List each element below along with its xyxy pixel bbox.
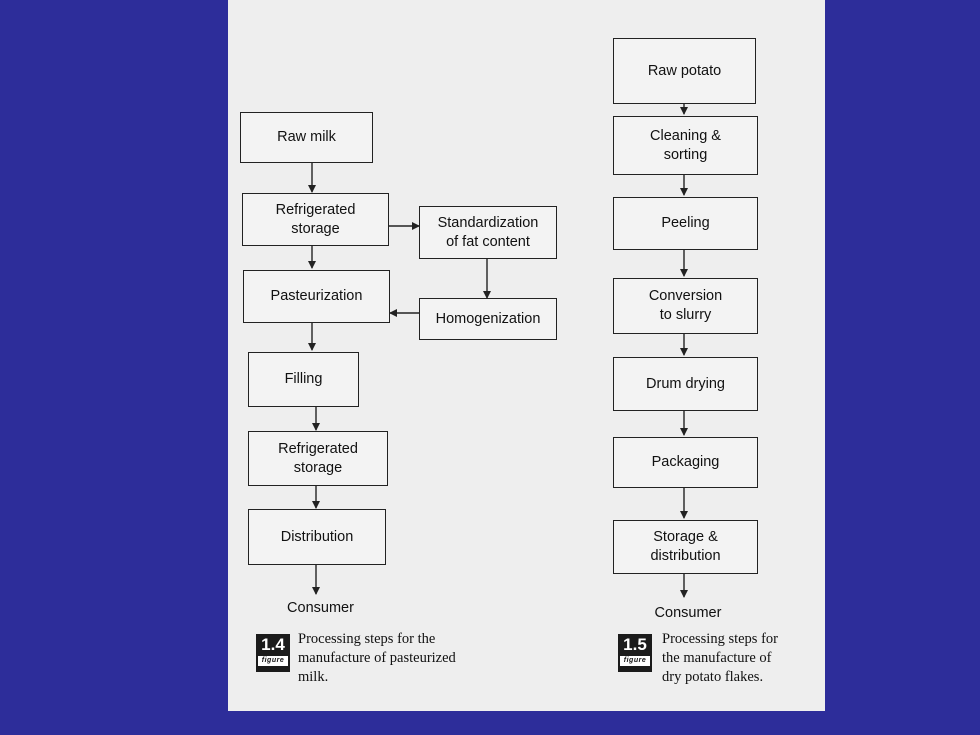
raw-milk-box: Raw milk (240, 112, 373, 163)
figure-1-4-number: 1.4 (261, 635, 285, 654)
refrigerated-storage-box-2: Refrigerated storage (248, 431, 388, 486)
standardization-box: Standardization of fat content (419, 206, 557, 259)
flow-connectors (308, 104, 688, 598)
drum-drying-box: Drum drying (613, 357, 758, 411)
figure-1-5-word: figure (620, 656, 650, 666)
figure-1-4-caption: Processing steps for the manufacture of … (298, 631, 456, 685)
packaging-box: Packaging (613, 437, 758, 488)
figure-1-5-number: 1.5 (623, 635, 647, 654)
conversion-slurry-box: Conversion to slurry (613, 278, 758, 334)
milk-consumer-label: Consumer (287, 600, 354, 616)
distribution-box: Distribution (248, 509, 386, 565)
raw-potato-box: Raw potato (613, 38, 756, 104)
figure-1-4-word: figure (258, 656, 288, 666)
pasteurization-box: Pasteurization (243, 270, 390, 323)
cleaning-sorting-box: Cleaning & sorting (613, 116, 758, 175)
book-page: Raw milk Refrigerated storage Standardiz… (228, 0, 825, 711)
figure-1-4-badge: 1.4 figure (256, 634, 290, 672)
refrigerated-storage-box-1: Refrigerated storage (242, 193, 389, 246)
potato-consumer-label: Consumer (654, 605, 722, 621)
filling-box: Filling (248, 352, 359, 407)
storage-distribution-box: Storage & distribution (613, 520, 758, 574)
homogenization-box: Homogenization (419, 298, 557, 340)
figure-1-5-caption: Processing steps for the manufacture of … (662, 631, 778, 685)
figure-1-5-badge: 1.5 figure (618, 634, 652, 672)
peeling-box: Peeling (613, 197, 758, 250)
